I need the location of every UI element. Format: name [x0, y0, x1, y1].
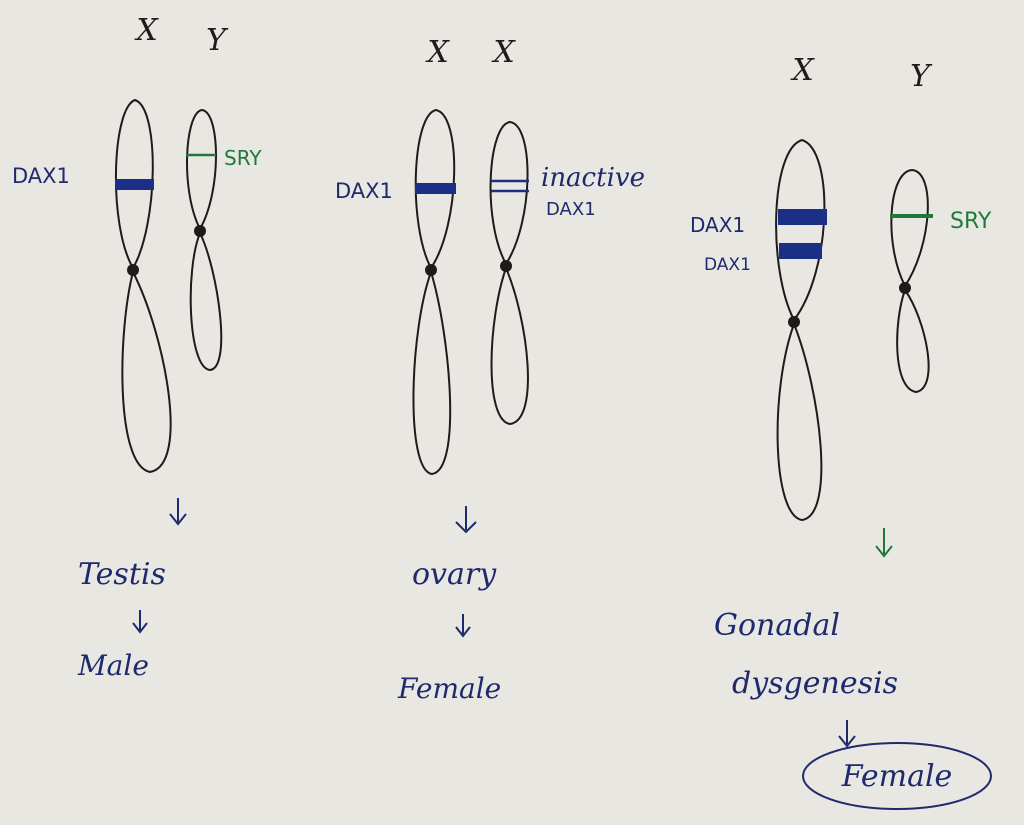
- dax1-label: DAX1: [690, 213, 745, 237]
- chromosome-label-x: X: [425, 35, 450, 70]
- dax1-label: DAX1: [546, 199, 596, 220]
- dax1-band-duplicate: [779, 243, 822, 259]
- sex-label-male: Male: [77, 649, 149, 682]
- gonad-label-ovary: ovary: [412, 557, 497, 592]
- chromosome-label-x: X: [790, 53, 815, 88]
- gonad-label-dysgenesis: dysgenesis: [732, 666, 898, 701]
- sry-label: SRY: [950, 209, 992, 234]
- centromere: [194, 225, 206, 237]
- dax1-band: [415, 183, 456, 194]
- inactive-label: inactive: [541, 163, 645, 193]
- centromere: [899, 282, 911, 294]
- chromosome-label-x: X: [491, 35, 516, 70]
- sry-label: SRY: [224, 146, 262, 170]
- sex-label-female: Female: [397, 672, 501, 705]
- gonad-label-testis: Testis: [78, 557, 166, 592]
- chromosome-label-x: X: [134, 13, 159, 48]
- chromosome-label-y: Y: [206, 23, 229, 58]
- centromere: [425, 264, 437, 276]
- chromosome-label-y: Y: [910, 59, 933, 94]
- centromere: [788, 316, 800, 328]
- dax1-label: DAX1: [12, 164, 70, 188]
- centromere: [500, 260, 512, 272]
- sex-label-female: Female: [841, 759, 953, 794]
- dax1-label-duplicate: DAX1: [704, 255, 751, 275]
- dax1-label: DAX1: [335, 179, 393, 203]
- dax1-band: [778, 209, 827, 225]
- gonad-label-gonadal: Gonadal: [714, 608, 840, 643]
- centromere: [127, 264, 139, 276]
- dax1-band: [115, 179, 154, 190]
